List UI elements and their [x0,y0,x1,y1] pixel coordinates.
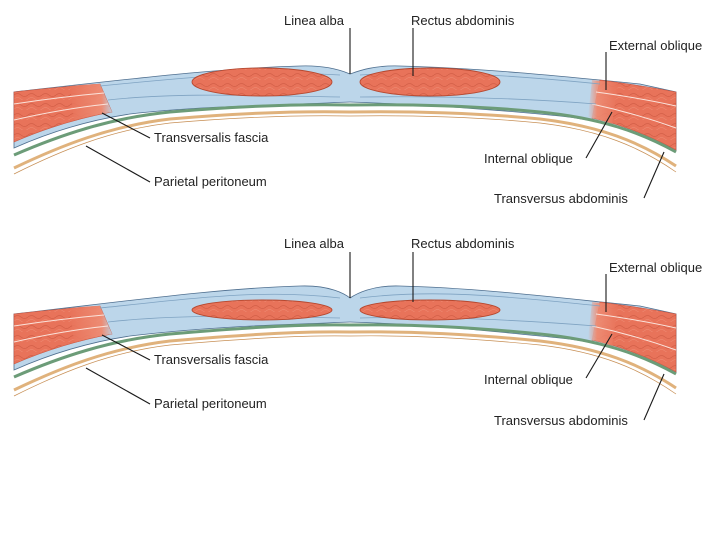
fascia-layer-line-1 [99,293,341,309]
fascia-layer-line-4 [359,96,597,105]
external-oblique-label: External oblique [609,38,702,53]
internal-oblique-leader [585,333,613,379]
labels: Linea alba Rectus abdominis External obl… [154,13,702,206]
parietal-peritoneum-layer [13,110,677,170]
leader-lines [85,252,665,421]
linea-alba-label: Linea alba [284,13,345,28]
transversus-abdominis-label: Transversus abdominis [494,191,628,206]
transversus-abdominis-leader [643,151,665,199]
fascia-sheath [13,285,677,373]
rectus-abdominis-label: Rectus abdominis [411,13,515,28]
transversalis-fascia-layer [13,103,677,157]
peritoneum-outline [13,335,677,397]
fascia-layer-line-2 [359,293,601,307]
right-muscle-divider-2 [591,103,677,129]
lower-panel: Linea alba Rectus abdominis External obl… [13,236,702,428]
internal-oblique-label: Internal oblique [484,372,573,387]
left-muscle-divider-2 [13,325,109,343]
fascia-sheath [13,65,677,151]
labels: Linea alba Rectus abdominis External obl… [154,236,702,428]
fascia-layer-line-3 [107,94,341,101]
right-muscle-fade [588,80,618,124]
transversalis-fascia-label: Transversalis fascia [154,352,269,367]
right-muscle-divider-1 [595,313,677,329]
leader-lines [85,28,665,199]
transversus-abdominis-leader [643,373,665,421]
left-muscle-divider-1 [13,314,105,327]
parietal-peritoneum-label: Parietal peritoneum [154,174,267,189]
rectus-abdominis-left [191,299,333,321]
linea-alba-label: Linea alba [284,236,345,251]
rectus-abdominis-right [359,67,501,97]
internal-oblique-leader [585,111,613,159]
transversalis-fascia-leader [101,334,151,361]
transversalis-fascia-label: Transversalis fascia [154,130,269,145]
parietal-peritoneum-layer [13,330,677,392]
external-oblique-label: External oblique [609,260,702,275]
peritoneum-outline [13,115,677,175]
right-muscle-divider-1 [595,91,677,107]
transversalis-fascia-layer [13,323,677,379]
right-muscle-divider-2 [591,325,677,351]
parietal-peritoneum-label: Parietal peritoneum [154,396,267,411]
left-muscle-divider-2 [13,103,109,121]
left-muscle-divider-1 [13,92,105,105]
parietal-peritoneum-leader [85,145,151,183]
rectus-abdominis-label: Rectus abdominis [411,236,515,251]
parietal-peritoneum-leader [85,367,151,405]
right-muscle-fade [588,302,618,346]
transversalis-fascia-leader [101,112,151,139]
rectus-abdominis-right [359,299,501,321]
abdominal-wall-illustration [13,65,677,175]
transversus-abdominis-label: Transversus abdominis [494,413,628,428]
abdominal-wall-illustration [13,285,677,397]
internal-oblique-label: Internal oblique [484,151,573,166]
rectus-abdominis-left [191,67,333,97]
upper-panel: Linea alba Rectus abdominis External obl… [13,13,702,206]
